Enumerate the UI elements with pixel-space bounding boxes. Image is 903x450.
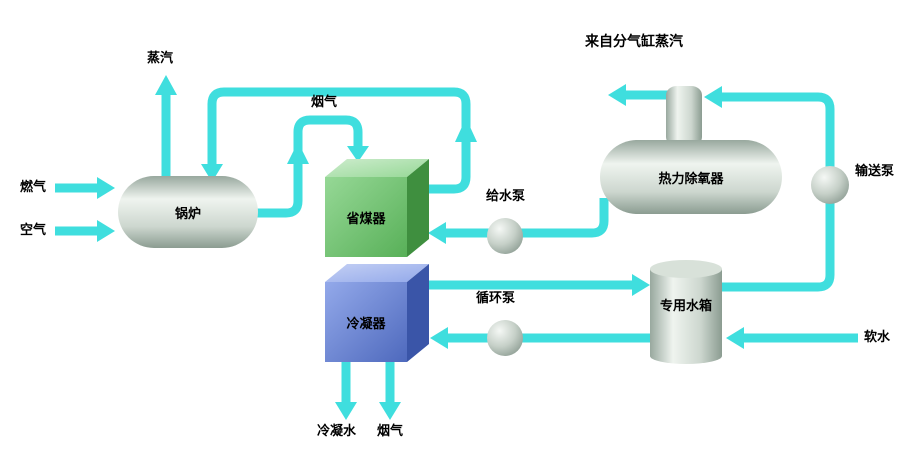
flue-out-arrowhead [379,402,401,420]
water-tank-top [650,260,722,278]
header-steam-arrowhead [608,84,626,106]
label-condensate: 冷凝水 [317,424,357,439]
deaerator-neck [666,86,702,146]
economizer-label: 省煤器 [346,211,386,227]
economizer-outlet-arrowhead [455,118,477,142]
label-transfer-pump: 输送泵 [855,164,895,179]
feedwater-arrowhead [428,222,446,244]
deaerator-vessel [600,140,782,214]
tank-return-arrowhead [632,274,650,296]
equipment-group [118,86,849,364]
transfer-pump-circle [811,166,849,204]
label-soft-water: 软水 [864,330,891,345]
label-steam: 蒸汽 [147,51,174,66]
pipe-economizer-to-boiler [207,87,471,194]
economizer-cube-top [325,159,429,177]
label-steam-from-header: 来自分气缸蒸汽 [585,34,683,50]
label-flue-gas-out: 烟气 [377,424,404,439]
label-flue-gas-top: 烟气 [311,95,338,110]
label-fuel-gas: 燃气 [20,180,47,195]
condenser-label: 冷凝器 [346,316,386,332]
economizer-cube-front [325,177,407,257]
feed-pump-circle [487,218,523,254]
soft-water-arrowhead [726,327,744,349]
air-arrowhead [97,220,115,242]
deaerator-inlet-arrowhead [704,86,722,108]
steam-arrowhead [155,75,177,95]
water-tank-label: 专用水箱 [659,298,712,314]
pipe-boiler-flue-to-economizer [248,115,363,218]
pipe-deaerator-to-economizer [446,198,609,238]
flue-riser-arrowhead [287,142,309,164]
water-tank-body [650,269,722,356]
circulation-pump-circle [487,320,523,356]
boiler-vessel [118,176,258,248]
label-air: 空气 [20,223,47,238]
boiler-inlet-arrowhead [201,164,223,182]
boiler-label: 锅炉 [174,206,201,222]
label-feed-pump: 给水泵 [486,189,526,204]
pipes-group [55,75,858,420]
condenser-cube-side [407,264,429,362]
condenser-inlet-arrowhead [430,327,448,349]
economizer-flue-inlet-arrowhead [347,146,369,162]
condenser-cube-top [325,264,429,282]
fuel-gas-arrowhead [97,177,115,199]
label-circulation-pump: 循环泵 [476,291,516,306]
water-tank-bottom [650,348,722,364]
deaerator-label: 热力除氧器 [658,171,724,187]
economizer-cube-side [407,159,429,257]
condenser-cube-front [325,282,407,362]
condensate-arrowhead [335,402,357,420]
